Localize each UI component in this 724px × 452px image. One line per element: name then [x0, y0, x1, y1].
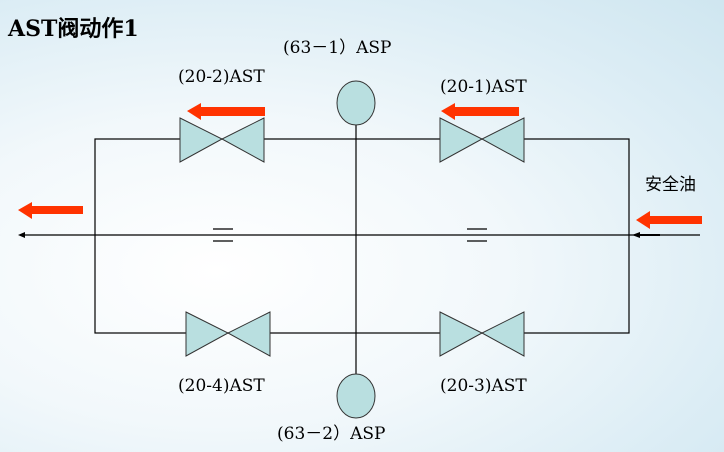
label-ast-20-3: (20-3)AST: [440, 376, 527, 396]
orifice-right: [467, 228, 487, 242]
inlet-arrowhead-icon: [632, 232, 640, 238]
label-asp-63-1: (63－1）ASP: [283, 38, 391, 58]
valve-20-2-icon: [179, 117, 265, 163]
label-safety-oil: 安全油: [645, 175, 696, 195]
label-ast-20-1: (20-1)AST: [440, 77, 527, 97]
valve-20-4-icon: [185, 311, 271, 357]
slide-title: AST阀动作1: [7, 16, 139, 42]
flow-arrow-20-2-icon: [187, 103, 265, 120]
asp-63-2-switch: [336, 373, 376, 419]
label-ast-20-4: (20-4)AST: [178, 376, 265, 396]
valve-20-1-icon: [439, 117, 525, 163]
orifice-left: [213, 228, 233, 242]
flow-arrow-20-1-icon: [441, 103, 519, 120]
flow-arrow-inlet-icon: [636, 211, 702, 229]
label-asp-63-2: (63－2）ASP: [277, 424, 385, 444]
label-ast-20-2: (20-2)AST: [178, 67, 265, 87]
outlet-arrowhead-icon: [18, 232, 25, 238]
asp-63-1-switch: [336, 80, 376, 126]
valve-20-3-icon: [439, 311, 525, 357]
pipe-loop: [94, 138, 630, 334]
flow-arrow-outlet-icon: [18, 202, 83, 219]
